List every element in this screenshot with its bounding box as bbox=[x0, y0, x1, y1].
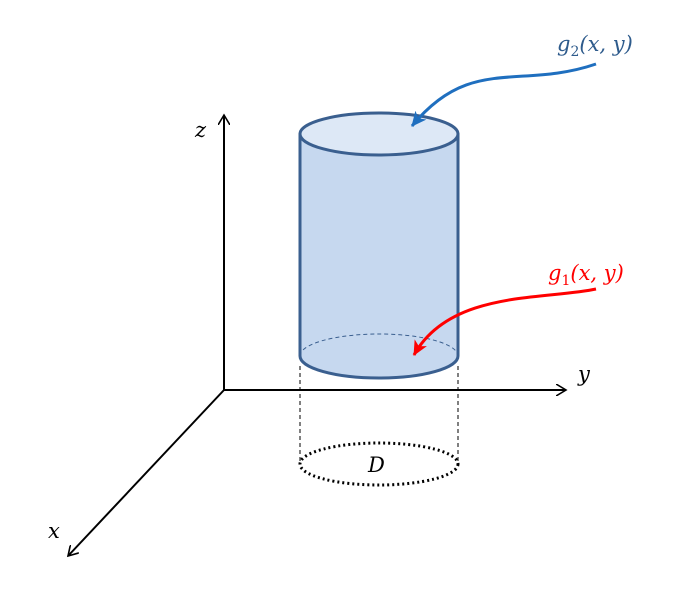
y-axis-label: y bbox=[577, 362, 591, 386]
top-surface-arrow bbox=[410, 62, 597, 127]
cylinder-body bbox=[298, 132, 460, 380]
bottom-surface-label: g1(x, y) bbox=[548, 261, 624, 289]
bottom-surface-arrow bbox=[412, 287, 597, 356]
x-axis bbox=[68, 389, 225, 556]
cylinder-bottom-hidden-edge bbox=[299, 333, 459, 357]
top-surface-label: g2(x, y) bbox=[557, 32, 633, 60]
cylinder-top-surface bbox=[298, 111, 460, 157]
z-axis-label: z bbox=[194, 118, 207, 142]
region-d-label: D bbox=[367, 453, 385, 477]
x-axis-label: x bbox=[48, 519, 60, 543]
region-d-outline bbox=[298, 441, 460, 487]
